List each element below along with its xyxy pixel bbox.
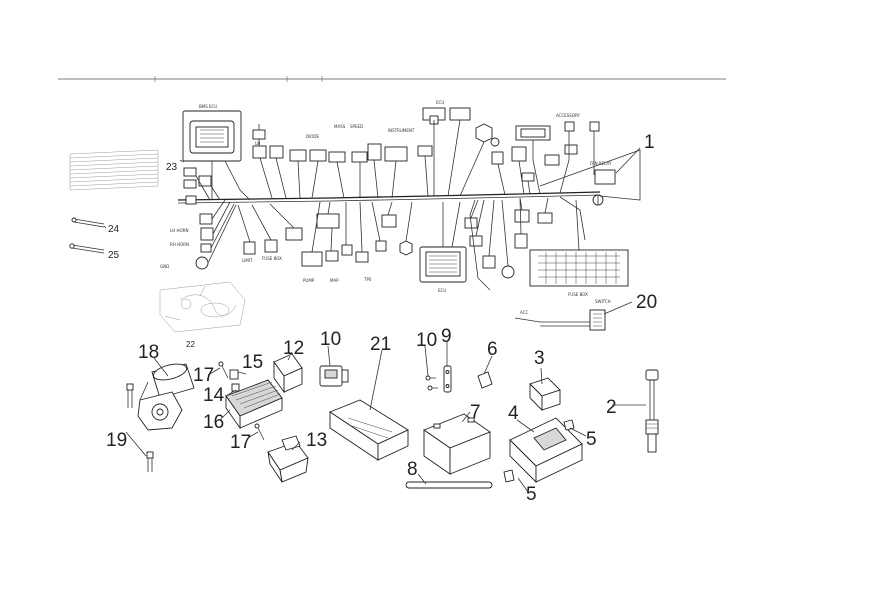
battery-tray-icon <box>329 399 409 461</box>
svg-text:MASS: MASS <box>334 124 346 129</box>
screw-icon <box>218 361 265 441</box>
callout-6: 6 <box>487 339 498 360</box>
svg-text:ECU: ECU <box>436 100 444 105</box>
relay-icon <box>273 353 303 394</box>
leader-lines <box>103 147 646 493</box>
callout-16: 16 <box>203 412 224 433</box>
svg-text:MAP: MAP <box>330 278 339 283</box>
relay-icon <box>529 377 561 412</box>
svg-text:TPS: TPS <box>363 277 372 282</box>
relay-icon <box>319 365 349 387</box>
svg-text:DIODE: DIODE <box>306 134 319 139</box>
callout-22: 22 <box>186 340 195 349</box>
ignition-coil-icon <box>267 435 309 483</box>
svg-text:ECU: ECU <box>438 288 446 293</box>
battery-strap-icon <box>405 481 493 489</box>
svg-text:ACCESSORY: ACCESSORY <box>556 113 581 118</box>
wiring-harness-icon: BMS ECU LH HORN RH HORN LIMIT FUSE BOX L… <box>170 100 641 331</box>
callout-2: 2 <box>606 397 617 418</box>
svg-text:FAN RELAY: FAN RELAY <box>590 161 612 166</box>
svg-text:BMS ECU: BMS ECU <box>199 104 217 109</box>
cable-assembly-icon <box>159 281 246 333</box>
oxygen-sensor-icon <box>645 369 659 453</box>
callout-15: 15 <box>242 352 263 373</box>
svg-text:SPEED: SPEED <box>350 124 363 129</box>
callout-17-lower: 17 <box>230 432 251 453</box>
svg-text:FUSE BOX: FUSE BOX <box>262 256 282 261</box>
svg-text:LH HORN: LH HORN <box>170 228 188 233</box>
callout-24: 24 <box>108 224 120 235</box>
bolt-icon <box>126 383 154 472</box>
callout-9: 9 <box>441 326 452 347</box>
callout-21: 21 <box>370 334 391 355</box>
screw-icon <box>503 419 575 483</box>
bolt-icon <box>425 375 438 391</box>
callout-20: 20 <box>636 292 657 313</box>
wire-bundle-icon <box>69 149 159 191</box>
strap-icon <box>443 365 452 393</box>
callout-3: 3 <box>534 348 545 369</box>
battery-icon <box>423 413 491 475</box>
callout-4: 4 <box>508 403 519 424</box>
svg-text:INSTRUMENT: INSTRUMENT <box>388 128 415 133</box>
svg-text:ACC: ACC <box>520 310 528 315</box>
callout-23: 23 <box>166 162 178 173</box>
svg-text:LH: LH <box>255 141 260 146</box>
callout-13: 13 <box>306 430 327 451</box>
starter-motor-icon <box>137 363 195 431</box>
svg-text:FUSE BOX: FUSE BOX <box>568 292 588 297</box>
ground-note: GND <box>160 264 169 269</box>
callout-5-upper: 5 <box>586 429 597 450</box>
callout-18: 18 <box>138 342 159 363</box>
callout-1: 1 <box>644 132 655 153</box>
callout-14: 14 <box>203 385 225 406</box>
callout-10-right: 10 <box>416 330 437 351</box>
svg-text:RH HORN: RH HORN <box>170 242 189 247</box>
callout-17-upper: 17 <box>193 365 214 386</box>
callout-19: 19 <box>106 430 127 451</box>
clip-icon <box>229 369 240 392</box>
svg-text:PUMP: PUMP <box>303 278 315 283</box>
svg-text:LIMIT: LIMIT <box>242 258 253 263</box>
svg-text:SWITCH: SWITCH <box>595 299 611 304</box>
ecu-module-icon <box>509 417 583 484</box>
callout-7: 7 <box>470 402 481 423</box>
callout-8: 8 <box>407 459 418 480</box>
clip-icon <box>477 371 493 389</box>
voltage-regulator-icon <box>225 379 283 430</box>
callout-25: 25 <box>108 250 120 261</box>
callout-5-lower: 5 <box>526 484 537 505</box>
bolt-icon <box>69 217 105 254</box>
callout-10-left: 10 <box>320 329 341 350</box>
callout-12: 12 <box>283 338 304 359</box>
